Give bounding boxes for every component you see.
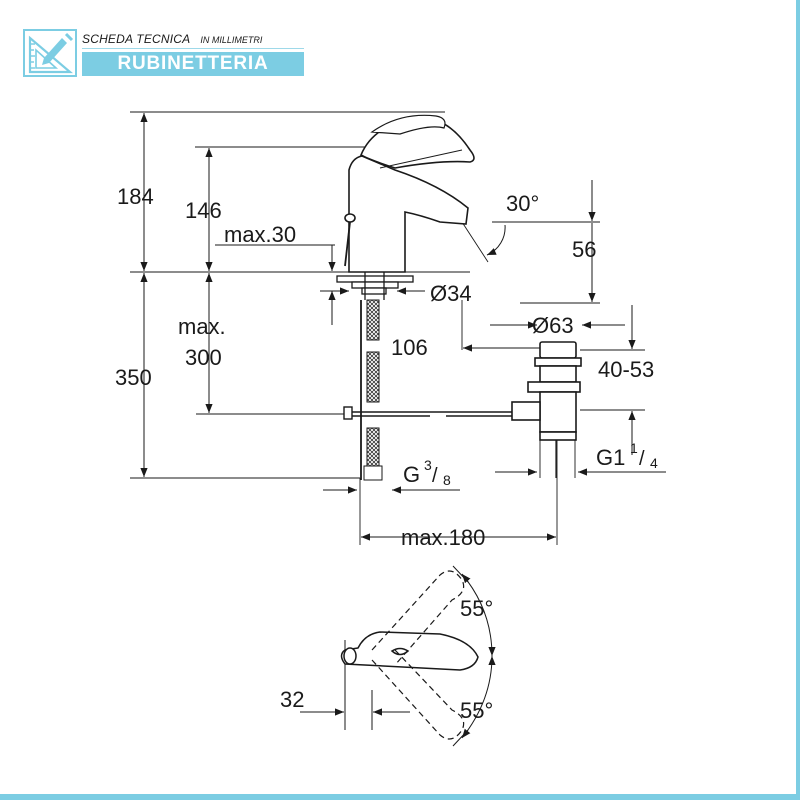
label-300: 300: [185, 345, 222, 370]
svg-text:/: /: [432, 465, 438, 487]
faucet-body: [344, 114, 475, 273]
extension-lines: [130, 111, 645, 545]
header: SCHEDA TECNICA IN MILLIMETRI RUBINETTERIA: [22, 28, 304, 80]
label-40-53: 40-53: [598, 357, 654, 382]
label-max180: max.180: [401, 525, 485, 550]
label-g38: G 3 / 8: [403, 457, 451, 488]
svg-text:/: /: [639, 448, 645, 470]
label-d34: Ø34: [430, 281, 472, 306]
label-184: 184: [117, 184, 154, 209]
dimension-lines: [140, 113, 666, 541]
svg-text:4: 4: [650, 455, 658, 471]
label-32: 32: [280, 687, 304, 712]
dim-55-bottom-arc: [461, 655, 496, 739]
title: SCHEDA TECNICA: [82, 32, 191, 46]
label-56: 56: [572, 237, 596, 262]
mounting-shank: [336, 272, 414, 300]
dim-30-angle: [486, 224, 506, 256]
label-30-deg: 30°: [506, 191, 539, 216]
label-max: max.: [178, 314, 226, 339]
svg-text:3: 3: [424, 457, 432, 473]
title-line: SCHEDA TECNICA IN MILLIMETRI: [82, 30, 304, 49]
svg-text:G1: G1: [596, 445, 625, 470]
flexible-hoses: [360, 299, 383, 481]
label-106: 106: [391, 335, 428, 360]
label-55-bottom: 55°: [460, 698, 493, 723]
svg-text:1: 1: [630, 440, 638, 456]
dim-55-top-arc: [461, 573, 496, 657]
label-350: 350: [115, 365, 152, 390]
ruler-pencil-icon: [23, 29, 77, 77]
drain-valve: [511, 341, 582, 478]
label-d63: Ø63: [532, 313, 574, 338]
svg-text:8: 8: [443, 472, 451, 488]
plan-view: [300, 565, 496, 747]
subtitle: IN MILLIMETRI: [200, 35, 263, 45]
popup-rod: [343, 406, 520, 420]
svg-text:G: G: [403, 462, 420, 487]
elevation-view: [130, 111, 666, 545]
label-146: 146: [185, 198, 222, 223]
label-g114: G1 1 / 4: [596, 440, 658, 471]
label-max30: max.30: [224, 222, 296, 247]
label-55-top: 55°: [460, 596, 493, 621]
category-badge: RUBINETTERIA: [82, 52, 304, 76]
dimension-labels: 184 146 max.30 30° 56 Ø34 Ø63 max. 300 1…: [115, 184, 658, 723]
